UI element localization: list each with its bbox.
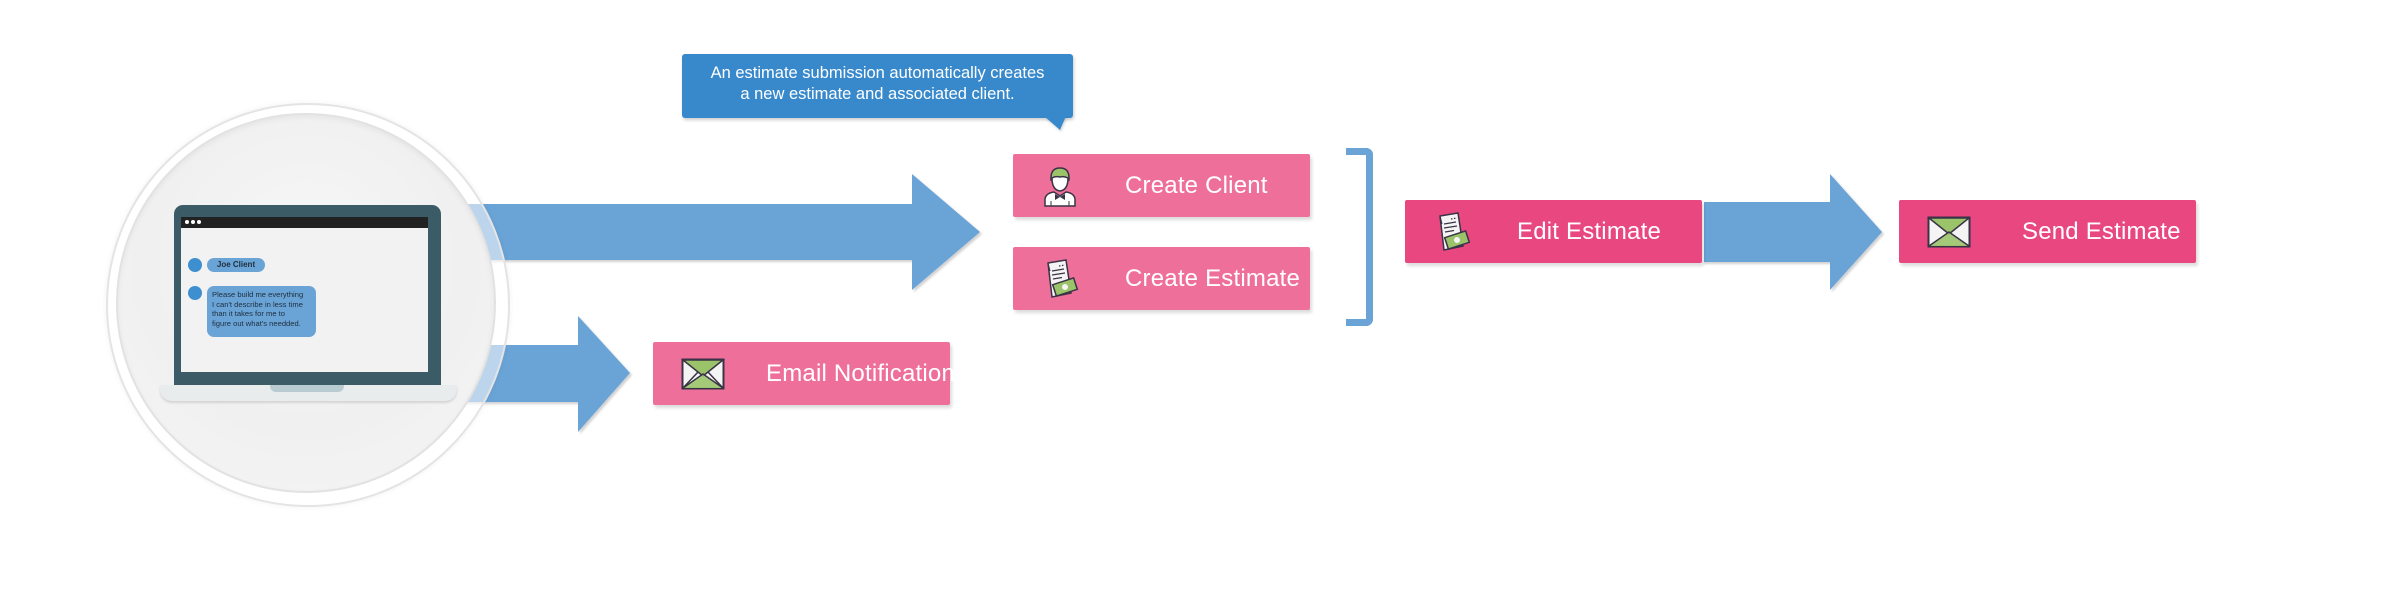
estimate-document-money-icon <box>1439 211 1471 251</box>
window-dot <box>191 220 195 224</box>
laptop-notch <box>270 385 344 392</box>
chat-message-line: I can't describe in less time <box>212 299 303 309</box>
chat-message-line: than it takes for me to <box>212 309 286 318</box>
client-person-icon <box>1044 166 1076 207</box>
chat-message: Please build me everything I can't descr… <box>207 286 316 337</box>
step-label: Send Estimate <box>2022 217 2181 245</box>
chat-message-line: figure out what's needded. <box>212 318 301 328</box>
step-send-estimate[interactable]: Send Estimate <box>1899 200 2196 263</box>
laptop-base <box>160 385 457 401</box>
chat-avatar <box>188 258 202 272</box>
callout-bubble: An estimate submission automatically cre… <box>682 54 1073 118</box>
arrow-to-send-estimate <box>1702 174 1882 290</box>
callout-text-line: An estimate submission automatically cre… <box>710 64 1045 82</box>
grouping-bracket <box>1346 148 1373 326</box>
chat-message-line: Please build me everything <box>212 290 304 299</box>
envelope-icon <box>680 358 726 389</box>
step-label: Email Notification <box>766 359 956 387</box>
step-create-client[interactable]: Create Client <box>1013 154 1310 217</box>
callout-text-line: a new estimate and associated client. <box>740 85 1015 103</box>
step-edit-estimate[interactable]: Edit Estimate <box>1405 200 1702 263</box>
callout-tail <box>1044 116 1066 130</box>
window-dot <box>185 220 189 224</box>
arrow-to-create-steps <box>440 174 980 290</box>
chat-sender-name: Joe Client <box>207 258 265 272</box>
envelope-icon <box>1926 216 1972 247</box>
window-dot <box>197 220 201 224</box>
estimate-document-money-icon <box>1047 258 1079 298</box>
step-create-estimate[interactable]: Create Estimate <box>1013 247 1310 310</box>
window-title-bar <box>181 217 428 228</box>
chat-avatar <box>188 286 202 300</box>
step-label: Edit Estimate <box>1517 217 1661 245</box>
step-email-notification[interactable]: Email Notification <box>653 342 955 405</box>
step-label: Create Client <box>1125 171 1268 199</box>
step-label: Create Estimate <box>1125 264 1301 292</box>
